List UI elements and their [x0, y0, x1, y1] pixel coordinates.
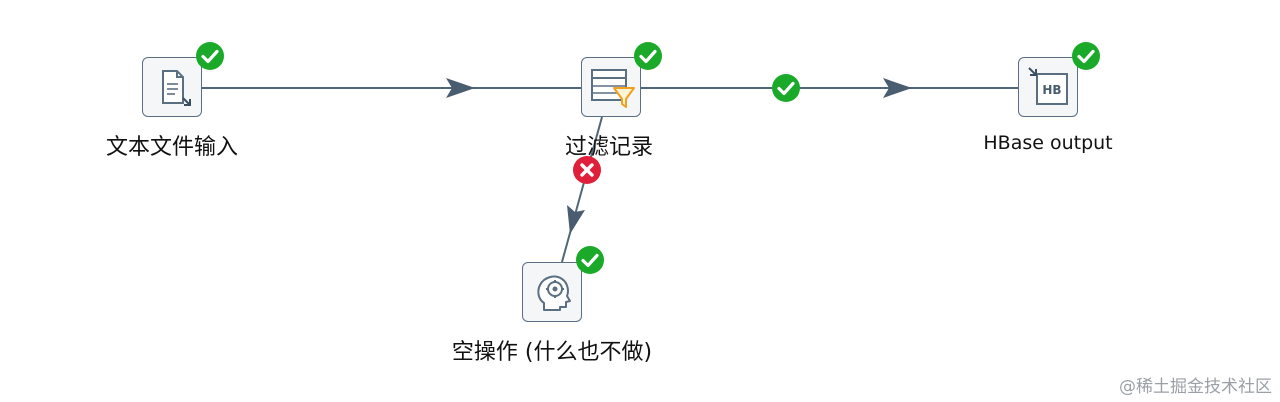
step-label-hbase-output: HBase output	[983, 132, 1113, 154]
hop-false-error-icon	[573, 156, 601, 184]
step-label-text-file-input: 文本文件输入	[105, 135, 239, 160]
success-check-icon	[1072, 42, 1100, 70]
head-gear-icon	[537, 275, 571, 311]
step-label-dummy: 空操作 (什么也不做)	[451, 340, 653, 365]
step-filter-rows[interactable]	[581, 57, 641, 117]
filter-rows-icon	[591, 69, 635, 108]
hop-text-input-to-filter[interactable]	[202, 78, 581, 98]
arrow-head-icon	[567, 205, 585, 234]
success-check-icon	[196, 42, 224, 70]
step-dummy[interactable]	[522, 262, 582, 322]
hop-true-check-icon	[772, 74, 800, 102]
hop-filter-to-hbase[interactable]	[641, 78, 1018, 98]
success-check-icon	[576, 246, 604, 274]
hbase-icon-text: HB	[1042, 83, 1061, 97]
hbase-output-icon: HB	[1028, 67, 1068, 105]
hop-filter-to-dummy[interactable]	[561, 116, 603, 263]
text-file-icon	[162, 70, 191, 106]
arrow-head-icon	[883, 78, 912, 98]
step-label-filter-rows: 过滤记录	[564, 135, 654, 160]
watermark: @稀土掘金技术社区	[1119, 377, 1272, 397]
arrow-head-icon	[446, 78, 475, 98]
step-hbase-output[interactable]: HB	[1018, 57, 1078, 117]
step-text-file-input[interactable]	[142, 57, 202, 117]
success-check-icon	[634, 42, 662, 70]
